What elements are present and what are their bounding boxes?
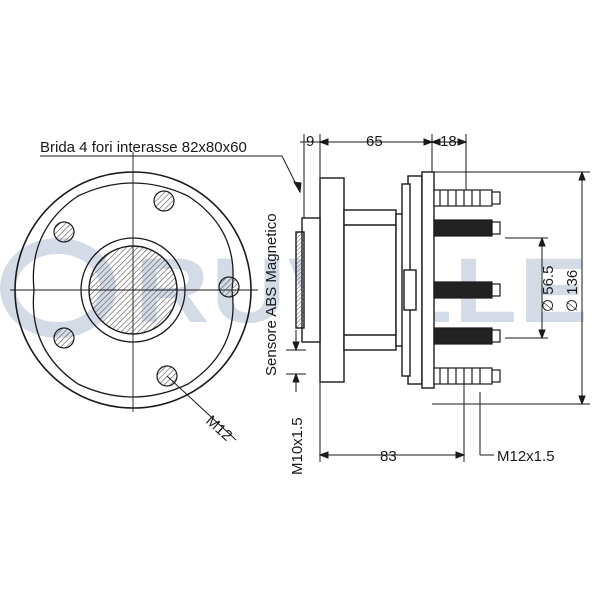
wheel-studs [433,189,501,385]
side-view [295,171,435,389]
bolt-hole-label: M12 [202,412,235,444]
bolt-hole [218,276,240,298]
dim-18: 18 [440,133,457,150]
dim-56-5: ∅ 56.5 [540,266,557,312]
dim-83: 83 [380,448,397,465]
thread-left-label: M10x1.5 [289,417,306,475]
front-view [10,152,258,441]
wheel-stud [433,189,501,207]
flange-label: Brida 4 fori interasse 82x80x60 [40,139,247,156]
sensor-label: Sensore ABS Magnetico [263,213,280,376]
dim-9: 9 [306,133,314,150]
thread-right-label: M12x1.5 [497,448,555,465]
wheel-stud [433,327,501,345]
flange-leader [40,155,302,194]
bolt-hole [53,221,75,243]
bolt-hole [53,327,75,349]
wheel-stud [433,219,501,237]
dim-65: 65 [366,133,383,150]
dim-136: ∅ 136 [564,270,581,312]
bolt-hole [153,190,175,212]
wheel-stud [433,281,501,299]
dimension-lines [286,134,590,462]
wheel-stud [433,367,501,385]
